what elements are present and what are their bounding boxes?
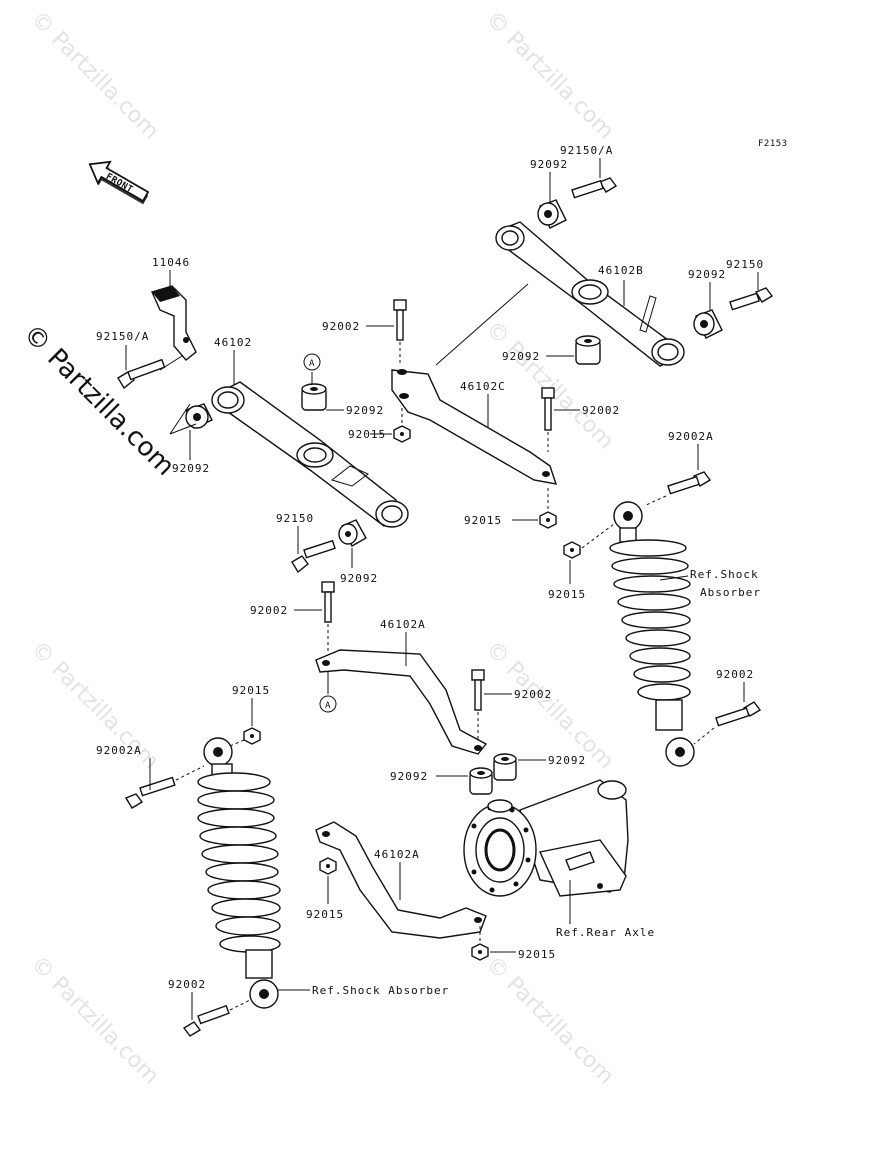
part-label: 92092: [530, 158, 568, 171]
part-label: 92015: [518, 948, 556, 961]
bushing-92092-center: [301, 383, 327, 411]
callout-a-upper: A: [303, 353, 321, 371]
part-label: 46102B: [598, 264, 644, 277]
arm-46102: [211, 381, 409, 528]
part-label: 92150/A: [560, 144, 613, 157]
shock-absorber-right: [609, 501, 695, 767]
bolt-92150a-left: [117, 358, 166, 390]
ref-label: Ref.Rear Axle: [556, 926, 655, 939]
part-label: 92002: [582, 404, 620, 417]
front-arrow-icon: FRONT: [88, 160, 150, 205]
bushing-92092-left: [185, 403, 213, 429]
watermark: © Partzilla.com: [481, 7, 619, 145]
ref-label: Absorber: [700, 586, 761, 599]
nut-92015-shock-right: [563, 541, 581, 559]
part-label: 92002: [716, 668, 754, 681]
bolt-92002-axle: [471, 669, 485, 711]
bushing-92092-mid: [575, 335, 601, 365]
bushing-92092-topright: [693, 309, 723, 339]
bushing-92092-midleft: [338, 519, 367, 547]
watermark: © Partzilla.com: [481, 952, 619, 1090]
ref-label: Ref.Shock: [690, 568, 759, 581]
bushing-92092-axle-right: [493, 753, 517, 781]
part-label: 92002A: [668, 430, 714, 443]
part-label: 92092: [172, 462, 210, 475]
rear-axle: [463, 779, 629, 897]
part-label: 92015: [464, 514, 502, 527]
part-label: 92092: [340, 572, 378, 585]
part-label: 92015: [548, 588, 586, 601]
watermark: © Partzilla.com: [26, 637, 164, 775]
part-label: 92092: [502, 350, 540, 363]
arm-46102b: [495, 221, 685, 367]
nut-92015-right: [539, 511, 557, 529]
part-label: 92002: [322, 320, 360, 333]
bracket-46102a-bottom: [315, 821, 487, 939]
part-label: 46102: [214, 336, 252, 349]
bolt-92150-topright: [729, 287, 774, 311]
part-label: 92015: [232, 684, 270, 697]
part-label: 11046: [152, 256, 190, 269]
svg-text:A: A: [325, 701, 331, 711]
ref-label: Ref.Shock Absorber: [312, 984, 449, 997]
part-label: 92015: [306, 908, 344, 921]
part-label: 92002: [250, 604, 288, 617]
watermark: © Partzilla.com: [26, 7, 164, 145]
part-label: 92150: [276, 512, 314, 525]
bracket-11046: [151, 285, 197, 361]
part-label: 92002: [514, 688, 552, 701]
nut-92015-bottom: [471, 943, 489, 961]
callout-a-lower: A: [319, 695, 337, 713]
part-label: 92092: [548, 754, 586, 767]
part-label: 92002: [168, 978, 206, 991]
bolt-92002a-right: [667, 471, 712, 495]
bushing-92092-axle-left: [469, 767, 493, 795]
arm-46102c: [391, 369, 558, 485]
bolt-92002-shock-right: [715, 701, 762, 727]
part-label: 46102A: [380, 618, 426, 631]
bolt-92002-mid: [321, 581, 335, 623]
part-label: 46102A: [374, 848, 420, 861]
part-label: 92150/A: [96, 330, 149, 343]
bushing-92092-topleft: [537, 199, 567, 229]
part-label: 92092: [390, 770, 428, 783]
figure-code: F2153: [758, 139, 788, 149]
bolt-92002-right: [541, 387, 555, 431]
bolt-92002-top: [393, 299, 407, 341]
nut-92015-left: [243, 727, 261, 745]
nut-92015-bottom-left: [319, 857, 337, 875]
bracket-46102a-top: [315, 649, 488, 755]
nut-92015-center: [393, 425, 411, 443]
bolt-92150a-top: [571, 177, 618, 199]
svg-text:A: A: [309, 359, 315, 369]
part-label: 92150: [726, 258, 764, 271]
part-label: 46102C: [460, 380, 506, 393]
watermark: © Partzilla.com: [26, 952, 164, 1090]
bolt-92002a-left: [124, 776, 176, 809]
side-watermark: © Partzilla.com: [17, 319, 180, 482]
shock-absorber-left: [197, 737, 281, 1009]
part-label: 92092: [688, 268, 726, 281]
bolt-92150-midleft: [291, 539, 336, 574]
part-label: 92092: [346, 404, 384, 417]
part-label: 92002A: [96, 744, 142, 757]
bolt-92002-bottom-left: [182, 1004, 230, 1037]
part-label: 92015: [348, 428, 386, 441]
